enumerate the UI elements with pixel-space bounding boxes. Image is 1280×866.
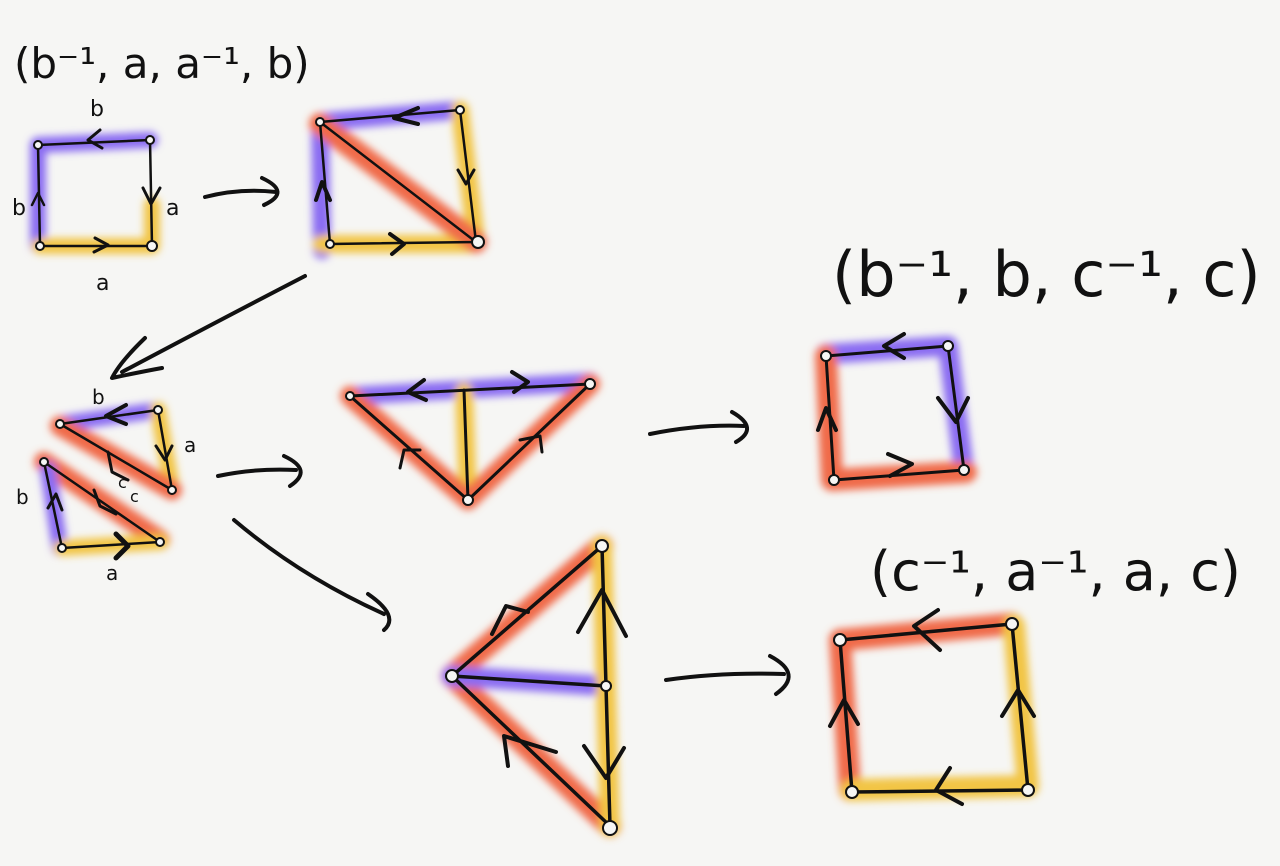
square-1-edges — [36, 138, 154, 248]
vertex — [345, 391, 355, 401]
arrow-icon — [406, 378, 428, 402]
arrow-icon — [1000, 688, 1036, 718]
arrow-icon — [882, 332, 906, 360]
arrow-icon — [106, 450, 130, 482]
vertex — [845, 785, 859, 799]
vertex — [958, 464, 970, 476]
triangle-bottom-branch — [441, 535, 628, 837]
vertex — [820, 350, 832, 362]
arrow-icon — [518, 434, 544, 454]
arrow-icon — [398, 448, 422, 470]
square-4-edges — [838, 622, 1030, 794]
vertex — [584, 378, 596, 390]
vertex — [595, 539, 609, 553]
vertex — [325, 239, 335, 249]
arrow-icon — [30, 191, 46, 207]
arrow-icon — [86, 128, 104, 150]
sq1-label-bottom: a — [96, 271, 109, 296]
square-1: b b a a — [12, 97, 179, 296]
square-2 — [309, 101, 487, 259]
cut-label-bottom: a — [106, 561, 118, 585]
vertex — [39, 457, 49, 467]
vertex — [455, 105, 465, 115]
arrow-icon — [828, 698, 860, 728]
arrow-icon — [154, 444, 174, 462]
cut-label-left: b — [16, 485, 29, 509]
cut-label-top: b — [92, 385, 105, 409]
vertex — [828, 474, 840, 486]
vertex — [471, 235, 485, 249]
sq1-label-left: b — [12, 196, 26, 221]
arrow-icon — [314, 180, 332, 202]
transition-arrow — [648, 410, 749, 444]
vertex — [167, 485, 177, 495]
transition-arrow — [203, 176, 280, 207]
arrow-icon — [456, 168, 476, 186]
cut-label-c2: c — [130, 487, 139, 506]
transition-arrow — [216, 454, 303, 488]
transition-arrow — [110, 274, 307, 380]
vertex — [55, 419, 65, 429]
arrow-icon — [886, 452, 914, 478]
vertex — [57, 543, 67, 553]
arrow-icon — [576, 588, 628, 638]
vertex — [153, 405, 163, 415]
word-bottom-right: (c⁻¹, a⁻¹, a, c) — [870, 540, 1241, 603]
vertex — [445, 669, 459, 683]
arrow-icon — [113, 531, 131, 561]
arrow-icon — [936, 396, 970, 424]
sq1-label-right: a — [166, 196, 179, 221]
transition-arrow — [232, 518, 392, 632]
triangle-edges — [348, 382, 592, 502]
arrow-icon — [502, 734, 558, 768]
highlight-purple — [30, 132, 158, 253]
vertex — [462, 494, 474, 506]
arrow-icon — [582, 744, 626, 780]
vertex — [33, 140, 43, 150]
square-3 — [815, 332, 977, 491]
vertex — [942, 340, 954, 352]
vertex — [315, 117, 325, 127]
arrow-icon — [92, 236, 110, 254]
sq1-label-top: b — [90, 97, 104, 122]
vertex — [35, 241, 45, 251]
word-top-right: (b⁻¹, b, c⁻¹, c) — [832, 238, 1261, 311]
word-top-left: (b⁻¹, a, a⁻¹, b) — [14, 39, 310, 88]
arrow-icon — [141, 186, 162, 206]
vertex — [1005, 617, 1019, 631]
vertex — [146, 240, 158, 252]
cut-square: b a b a c c — [16, 385, 196, 585]
lower-triangle-edges — [42, 460, 162, 550]
vertex — [833, 633, 847, 647]
triangle-top-branch — [340, 370, 600, 510]
arrow-icon — [934, 766, 964, 806]
vertex — [600, 680, 612, 692]
arrow-icon — [816, 406, 838, 432]
vertex — [155, 537, 165, 547]
vertex — [602, 820, 618, 836]
arrow-icon — [388, 232, 406, 256]
cut-label-right: a — [184, 433, 196, 457]
square-4 — [828, 608, 1039, 806]
arrow-icon — [392, 106, 420, 126]
cut-label-c1: c — [118, 473, 127, 492]
arrow-icon — [92, 488, 118, 516]
transition-arrow — [664, 654, 791, 696]
arrow-icon — [490, 604, 530, 636]
vertex — [145, 135, 155, 145]
arrow-icon — [104, 403, 128, 426]
arrow-icon — [912, 608, 942, 652]
arrow-icon — [510, 370, 530, 394]
arrow-icon — [46, 492, 64, 512]
vertex — [1021, 783, 1035, 797]
